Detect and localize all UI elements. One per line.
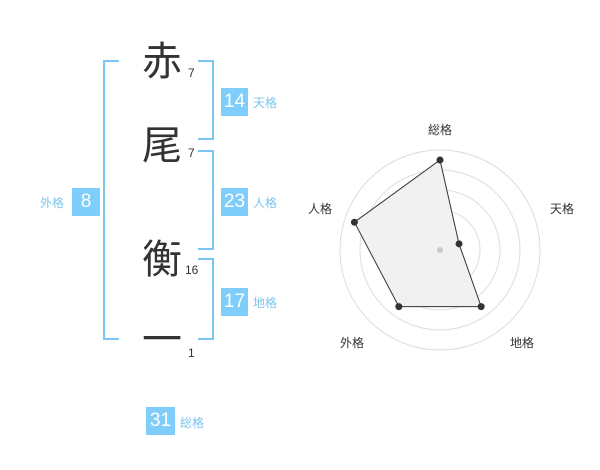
stroke-count-1: 7	[188, 66, 195, 80]
stroke-count-4: 1	[188, 346, 195, 360]
radar-label-gaikaku: 外格	[340, 336, 365, 350]
jinkaku-label: 人格	[253, 196, 278, 210]
name-character-1: 赤	[142, 39, 182, 85]
tenkaku-label: 天格	[253, 96, 278, 110]
radar-data-point	[455, 240, 463, 248]
jinkaku-bracket	[198, 150, 214, 250]
radar-label-soukaku: 総格	[428, 123, 453, 137]
tenkaku-value-badge: 14	[221, 88, 248, 116]
stroke-count-2: 7	[188, 146, 195, 160]
radar-grid-ring	[339, 149, 541, 351]
name-character-2: 尾	[142, 123, 182, 169]
radar-center-dot	[437, 247, 443, 253]
jinkaku-value-badge: 23	[221, 188, 248, 216]
radar-label-chikaku: 地格	[510, 336, 535, 350]
radar-data-point	[477, 303, 485, 311]
chikaku-bracket	[198, 258, 214, 340]
radar-data-point	[436, 156, 444, 164]
name-character-4: 一	[142, 317, 182, 363]
gaikaku-value-badge: 8	[72, 188, 100, 216]
soukaku-label: 総格	[180, 416, 205, 430]
radar-label-jinkaku: 人格	[308, 202, 333, 216]
name-character-3: 衡	[142, 237, 182, 283]
chikaku-label: 地格	[253, 296, 278, 310]
radar-points	[350, 156, 485, 311]
radar-label-tenkaku: 天格	[550, 202, 575, 216]
tenkaku-bracket	[198, 60, 214, 140]
gaikaku-label: 外格	[40, 196, 65, 210]
radar-data-point	[350, 218, 358, 226]
soukaku-value-badge: 31	[146, 407, 175, 435]
radar-value-polygon	[353, 159, 482, 308]
radar-data-point	[395, 303, 403, 311]
stroke-count-3: 16	[185, 263, 199, 277]
chikaku-value-badge: 17	[221, 288, 248, 316]
outer-bracket	[103, 60, 119, 340]
